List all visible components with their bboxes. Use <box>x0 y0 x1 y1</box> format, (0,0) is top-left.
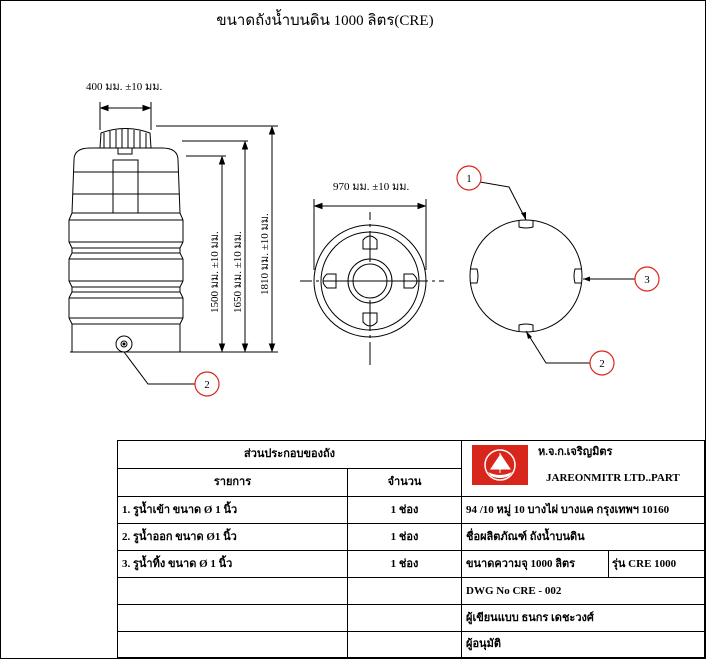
svg-text:2: 2 <box>204 379 210 391</box>
part-item-2: 2. รูน้ำออก ขนาด Ø1 นิ้ว <box>117 523 348 551</box>
empty-item-4 <box>117 577 348 605</box>
empty-qty-4 <box>347 577 462 605</box>
company-thai-name: ห.จ.ก.เจริญมิตร <box>538 446 613 458</box>
parts-header: ส่วนประกอบของถัง <box>117 440 462 469</box>
callout-2-bottom: 2 <box>525 330 615 376</box>
callout-3: 3 <box>583 266 660 292</box>
dim-h1650-label: 1650 มม. ±10 มม. <box>232 231 244 313</box>
part-item-1: 1. รูน้ำเข้า ขนาด Ø 1 นิ้ว <box>117 496 348 524</box>
svg-text:3: 3 <box>644 274 650 286</box>
company-address: 94 /10 หมู่ 10 บางไผ่ บางแค กรุงเทพฯ 101… <box>461 496 705 524</box>
callout-2-side: 2 <box>123 351 220 397</box>
tank-bottom-view <box>469 219 583 333</box>
approved-by: ผู้อนุมัติ <box>461 631 705 658</box>
dim-diameter-label: 970 มม. ±10 มม. <box>333 181 410 193</box>
company-english-name: JAREONMITR LTD..PART <box>546 472 680 484</box>
part-qty-1: 1 ช่อง <box>347 496 462 524</box>
dim-top-width-label: 400 มม. ±10 มม. <box>86 81 163 93</box>
col-item-header: รายการ <box>117 468 348 497</box>
dim-h1500-label: 1500 มม. ±10 มม. <box>209 231 221 313</box>
dim-h1810-label: 1810 มม. ±10 มม. <box>259 213 271 295</box>
svg-text:2: 2 <box>599 358 605 370</box>
dwg-number: DWG No CRE - 002 <box>461 577 705 605</box>
dim-diameter <box>313 199 427 270</box>
part-item-3: 3. รูน้ำทิ้ง ขนาด Ø 1 นิ้ว <box>117 550 348 578</box>
empty-item-6 <box>117 631 348 658</box>
empty-qty-6 <box>347 631 462 658</box>
model-label: รุ่น CRE 1000 <box>612 558 677 570</box>
capacity-model-cell: ขนาดความจุ 1000 ลิตร รุ่น CRE 1000 <box>461 550 705 578</box>
capacity-label: ขนาดความจุ 1000 ลิตร <box>466 557 576 570</box>
svg-text:1: 1 <box>466 173 472 185</box>
drawn-by: ผู้เขียนแบบ ธนกร เดชะวงศ์ <box>461 604 705 632</box>
callout-1: 1 <box>456 165 527 221</box>
company-logo <box>472 445 528 485</box>
col-qty-header: จำนวน <box>347 468 462 497</box>
company-cell: ห.จ.ก.เจริญมิตร JAREONMITR LTD..PART <box>461 440 705 497</box>
empty-qty-5 <box>347 604 462 632</box>
title-block: ส่วนประกอบของถัง ห.จ.ก.เจริญมิตร JAREONM… <box>117 440 705 658</box>
part-qty-2: 1 ช่อง <box>347 523 462 551</box>
dim-top-width <box>99 102 152 130</box>
part-qty-3: 1 ช่อง <box>347 550 462 578</box>
product-name: ชื่อผลิตภัณฑ์ ถังน้ำบนดิน <box>461 523 705 551</box>
drawing-title: ขนาดถังน้ำบนดิน 1000 ลิตร(CRE) <box>216 9 433 29</box>
tank-top-view <box>300 212 444 365</box>
dim-heights <box>156 125 278 353</box>
tank-side-view <box>68 128 184 353</box>
empty-item-5 <box>117 604 348 632</box>
